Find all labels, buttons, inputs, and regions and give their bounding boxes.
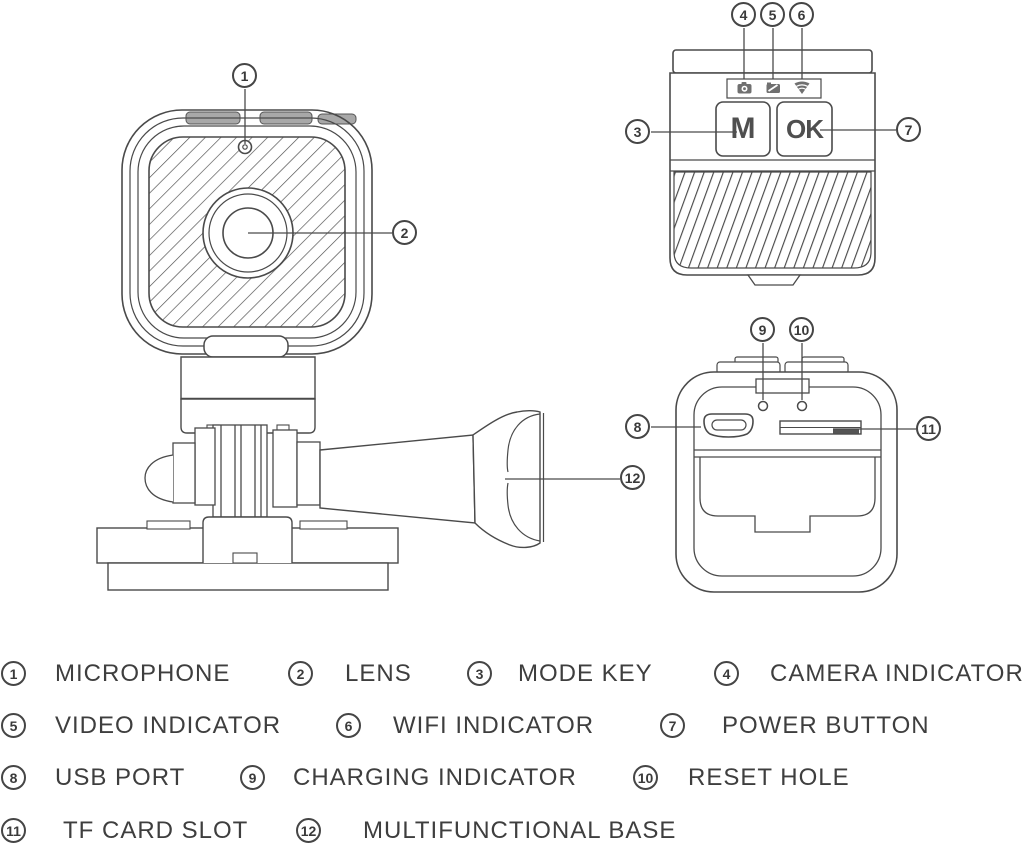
video-mode-icon	[766, 82, 780, 93]
legend-label: LENS	[345, 659, 412, 687]
legend-label: TF CARD SLOT	[63, 816, 249, 844]
charging-indicator-hole	[757, 400, 769, 412]
legend-num: 3	[467, 661, 492, 686]
microphone-hole	[237, 139, 253, 155]
legend-num: 7	[660, 713, 685, 738]
legend-num: 8	[1, 765, 26, 790]
legend-num: 5	[1, 713, 26, 738]
legend-label: POWER BUTTON	[722, 711, 930, 739]
legend-label: MICROPHONE	[55, 659, 231, 687]
legend-num: 11	[1, 818, 26, 843]
legend-num: 12	[296, 818, 321, 843]
ok-key-outline	[776, 101, 833, 157]
legend-label: USB PORT	[55, 763, 186, 791]
callout-tf-card-slot: 11	[916, 416, 941, 441]
battery-door	[699, 457, 876, 533]
leader-lines	[244, 28, 916, 480]
legend-item-multifunctional-base: 12 MULTIFUNCTIONAL BASE	[296, 816, 677, 844]
legend-label: WIFI INDICATOR	[393, 711, 595, 739]
legend-label: CHARGING INDICATOR	[293, 763, 577, 791]
callout-charging-indicator: 9	[750, 317, 775, 342]
ok-key-label: OK	[786, 113, 824, 144]
legend-label: MULTIFUNCTIONAL BASE	[363, 816, 677, 844]
back-latch	[755, 378, 810, 394]
legend-item-charging-indicator: 9 CHARGING INDICATOR	[240, 763, 577, 791]
legend-item-tf-card-slot: 11 TF CARD SLOT	[1, 816, 249, 844]
back-view	[675, 356, 898, 593]
mount-clip	[203, 335, 289, 358]
photo-mode-icon	[737, 82, 752, 94]
legend-item-reset-hole: 10 RESET HOLE	[633, 763, 850, 791]
swivel-hinge	[144, 424, 321, 518]
legend-item-power-button: 7 POWER BUTTON	[660, 711, 930, 739]
usb-port	[703, 413, 754, 438]
legend-item-camera-indicator: 4 CAMERA INDICATOR	[714, 659, 1024, 687]
legend-num: 6	[336, 713, 361, 738]
top-view	[669, 49, 876, 286]
callout-camera-indicator: 4	[731, 2, 756, 27]
legend-num: 2	[288, 661, 313, 686]
callout-usb-port: 8	[625, 414, 650, 439]
tf-card-slot	[779, 420, 862, 435]
legend-label: VIDEO INDICATOR	[55, 711, 282, 739]
legend-item-microphone: 1 MICROPHONE	[1, 659, 231, 687]
callout-video-indicator: 5	[760, 2, 785, 27]
grip-texture	[673, 171, 872, 269]
legend-num: 9	[240, 765, 265, 790]
base-plates	[96, 516, 399, 591]
callout-microphone: 1	[232, 63, 257, 88]
callout-lens: 2	[392, 220, 417, 245]
legend-item-mode-key: 3 MODE KEY	[467, 659, 653, 687]
legend-label: MODE KEY	[518, 659, 653, 687]
mode-key-label: M	[730, 112, 756, 145]
legend-num: 10	[633, 765, 658, 790]
mode-key-outline	[715, 101, 771, 157]
callout-wifi-indicator: 6	[789, 2, 814, 27]
legend-num: 1	[1, 661, 26, 686]
callout-reset-hole: 10	[789, 317, 814, 342]
legend-label: CAMERA INDICATOR	[770, 659, 1024, 687]
mount-neck	[180, 356, 316, 434]
legend-label: RESET HOLE	[688, 763, 850, 791]
legend-num: 4	[714, 661, 739, 686]
wifi-icon	[794, 81, 810, 94]
front-view	[96, 109, 545, 591]
legend-item-lens: 2 LENS	[288, 659, 412, 687]
callout-multifunctional-base: 12	[620, 465, 645, 490]
legend-item-usb-port: 8 USB PORT	[1, 763, 186, 791]
legend-item-wifi-indicator: 6 WIFI INDICATOR	[336, 711, 595, 739]
legend-item-video-indicator: 5 VIDEO INDICATOR	[1, 711, 282, 739]
reset-hole	[796, 400, 808, 412]
callout-power-button: 7	[896, 117, 921, 142]
callout-mode-key: 3	[625, 119, 650, 144]
